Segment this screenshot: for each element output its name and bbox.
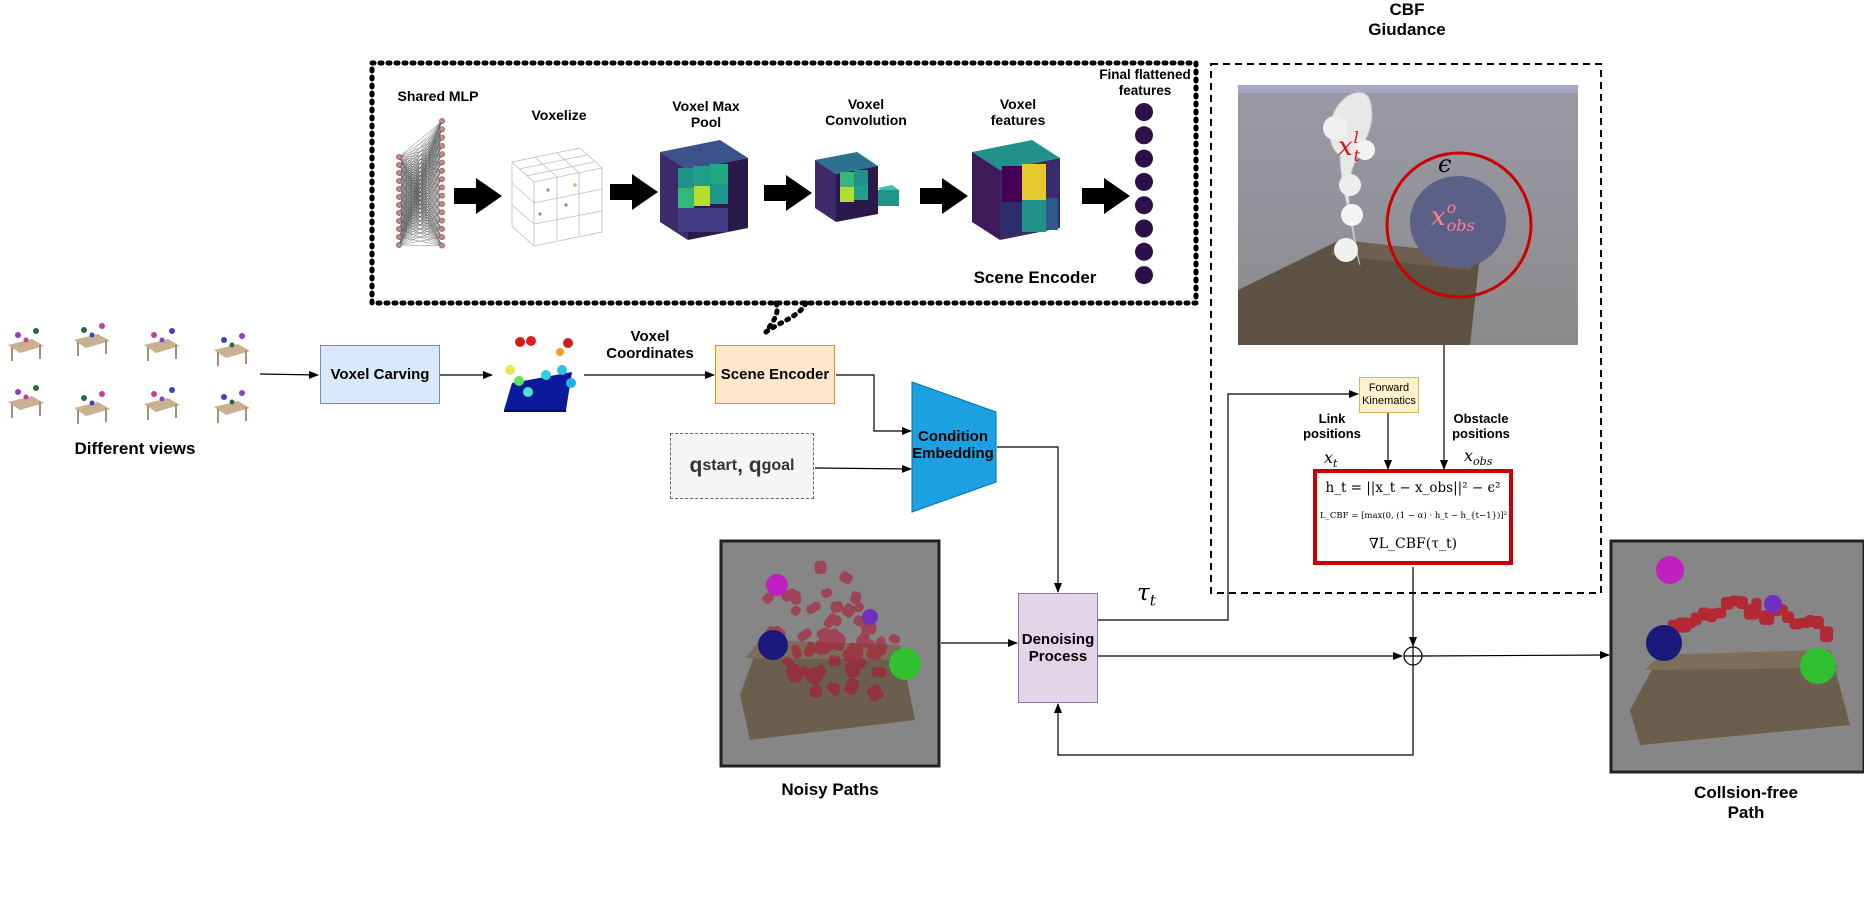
feature-dot [1135,266,1153,285]
feature-dot [1135,219,1153,238]
cbf-panel-border [1210,63,1602,594]
encoder-step-arrows [454,174,1130,214]
voxel-max-pool-label: Voxel Max Pool [672,98,740,131]
obstacle-positions-symbol: xobs [1464,446,1493,469]
callout-tail [763,300,780,335]
scene-encoder-panel-border [369,60,1199,306]
q-start-sub: start [702,456,738,474]
voxel-convolution-label: Voxel Convolution [825,96,907,129]
voxel-features-label: Voxel features [990,96,1046,129]
cbf-equation-gradient: ∇L_CBF(τ_t) [1368,536,1458,552]
scene-encoder-box: Scene Encoder [715,345,835,404]
noisy-paths-label: Noisy Paths [781,780,879,799]
view-thumbnail [8,328,44,361]
condition-embedding-label: Condition Embedding [912,428,994,463]
q-goal: q [748,453,762,477]
cbf-guidance-title: CBF Giudance [1368,0,1446,39]
different-views-label: Different views [74,439,196,458]
link-positions-label: Link positions [1303,411,1361,441]
different-views-thumbnails [8,323,250,424]
voxel-coordinates-label: Voxel Coordinates [606,328,694,363]
noisy-paths-image [719,539,941,768]
q-start: q [689,453,703,477]
final-feature-dots [1135,103,1153,285]
feature-dot [1135,126,1153,145]
voxel-convolution-cube [815,152,899,222]
view-thumbnail [8,385,44,418]
feature-dot [1135,172,1153,191]
epsilon-label: ϵ [1438,150,1452,178]
feature-dot [1135,196,1153,215]
view-thumbnail [214,333,250,366]
view-thumbnail [144,328,180,361]
cbf-equation-loss: L_CBF = [max(0, (1 − α) · h_t − h_{t−1})… [1320,511,1508,521]
view-thumbnail [144,387,180,420]
cbf-robot-scene-image [1238,85,1578,345]
voxel-max-pool-cube [660,140,748,240]
q-goal-sub: goal [761,456,795,474]
cbf-equation-box [1313,469,1513,565]
forward-kinematics-box: Forward Kinematics [1359,377,1419,413]
denoising-process-box: Denoising Process [1018,593,1098,703]
feature-dot [1135,242,1153,261]
cbf-equation-h: h_t = ||x_t − x_obs||² − ϵ² [1325,480,1501,496]
shared-mlp-label: Shared MLP [397,88,479,104]
voxel-features-cube [972,140,1060,240]
connector-arrows [259,345,1610,756]
voxelize-grid-icon [511,147,603,247]
collision-free-path-image [1609,539,1864,774]
shared-mlp-icon [396,118,445,249]
voxel-carving-output-icon [504,336,576,412]
final-features-label: Final flattened features [1099,67,1191,98]
view-thumbnail [74,391,110,424]
collision-free-path-label: Collsion-free Path [1694,783,1798,822]
scene-encoder-panel-title: Scene Encoder [973,268,1097,287]
link-positions-symbol: xt [1324,448,1338,471]
voxelize-label: Voxelize [531,107,587,123]
view-thumbnail [214,390,250,423]
tau-t-label: τt [1137,580,1156,610]
feature-dot [1135,149,1153,168]
view-thumbnail [74,323,110,356]
voxel-carving-box: Voxel Carving [320,345,440,404]
feature-dot [1135,103,1153,121]
condition-embedding-shape [911,381,997,513]
obstacle-positions-label: Obstacle positions [1452,411,1510,441]
